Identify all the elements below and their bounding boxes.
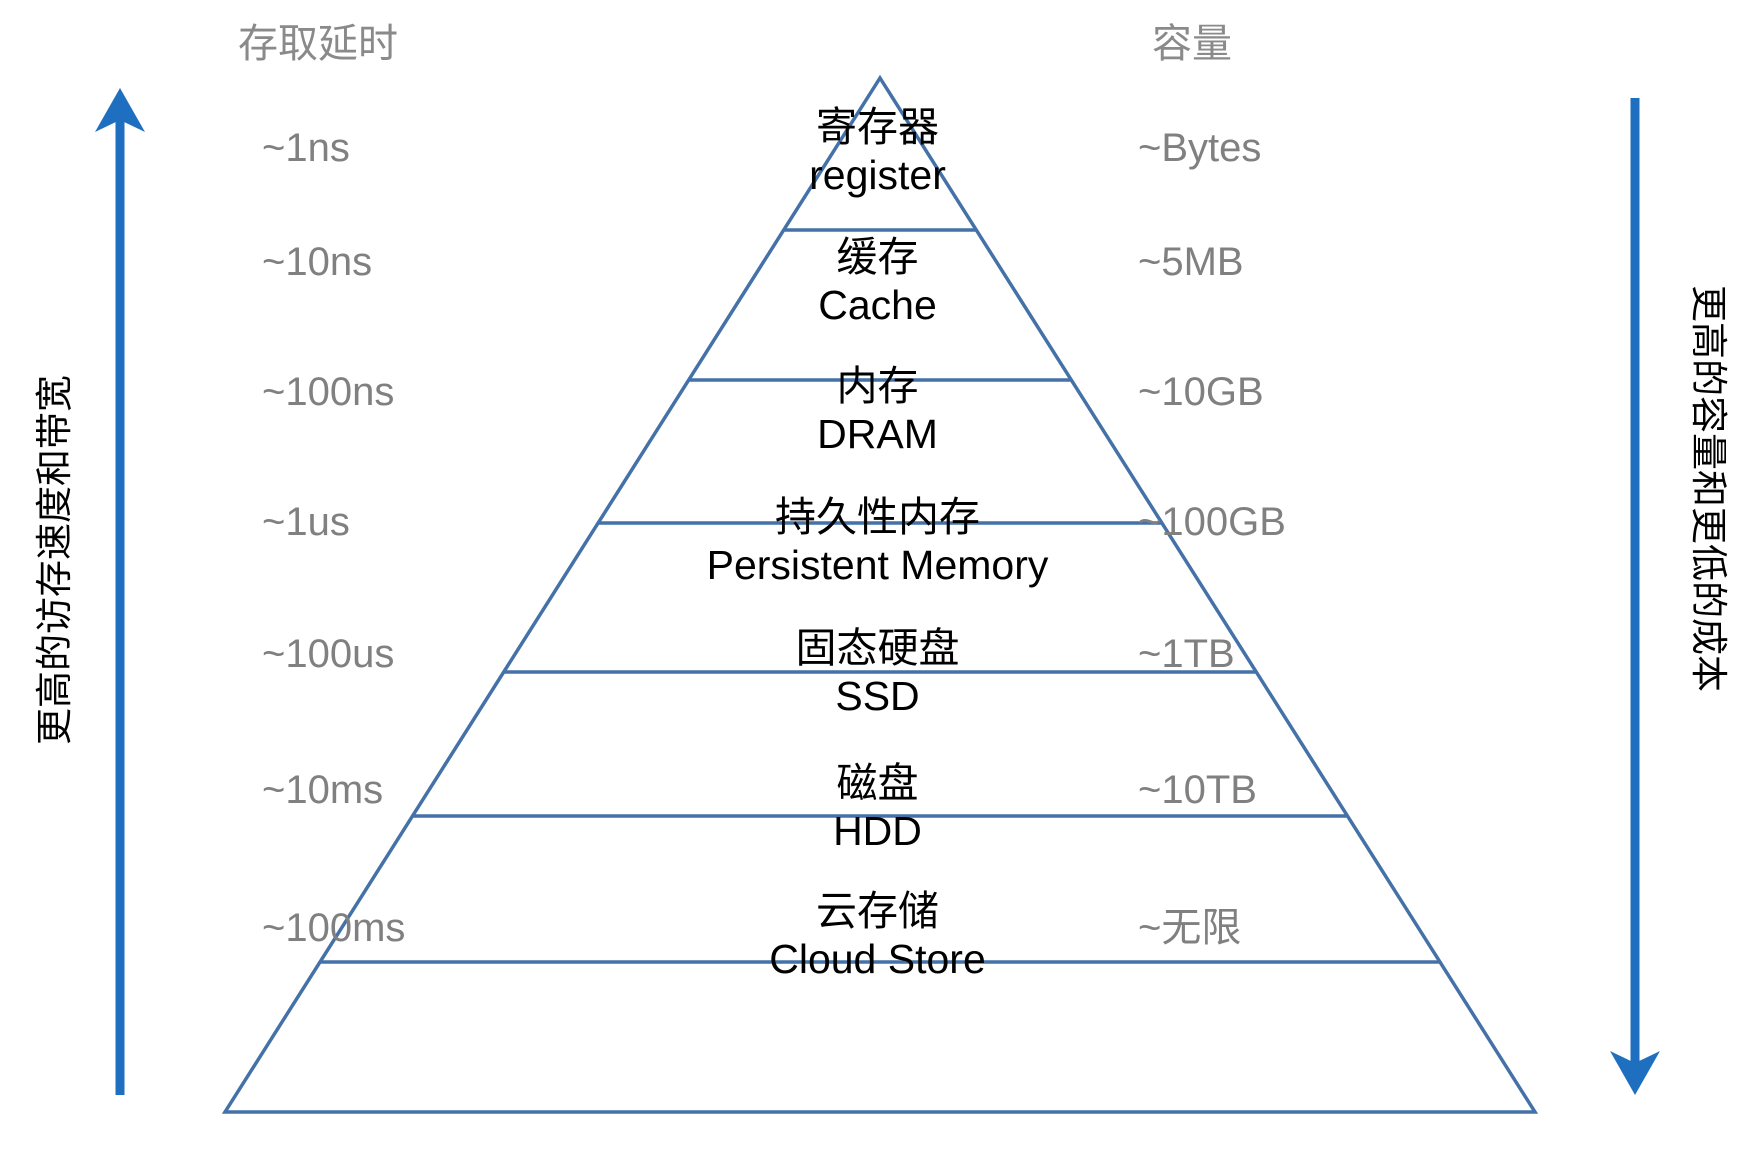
latency-value-ssd: ~100us — [262, 632, 395, 676]
capacity-column-header: 容量 — [1152, 22, 1232, 66]
capacity-value-cache: ~5MB — [1138, 240, 1244, 284]
capacity-value-pmem: ~100GB — [1138, 500, 1286, 544]
latency-value-register: ~1ns — [262, 126, 350, 170]
left-axis-caption: 更高的访存速度和带宽 — [34, 375, 75, 745]
capacity-value-dram: ~10GB — [1138, 370, 1264, 414]
latency-value-dram: ~100ns — [262, 370, 395, 414]
latency-value-hdd: ~10ms — [262, 768, 384, 812]
pyramid-outline — [221, 74, 1539, 1114]
capacity-value-ssd: ~1TB — [1138, 632, 1235, 676]
capacity-value-cloud: ~无限 — [1138, 906, 1242, 950]
latency-value-cloud: ~100ms — [262, 906, 406, 950]
capacity-value-register: ~Bytes — [1138, 126, 1262, 170]
latency-value-cache: ~10ns — [262, 240, 373, 284]
latency-value-pmem: ~1us — [262, 500, 350, 544]
right-axis-caption: 更高的容量和更低的成本 — [1688, 285, 1729, 692]
right-arrow-down-icon — [1610, 98, 1660, 1095]
latency-column-header: 存取延时 — [238, 22, 398, 66]
capacity-value-hdd: ~10TB — [1138, 768, 1257, 812]
left-arrow-up-icon — [95, 88, 145, 1095]
